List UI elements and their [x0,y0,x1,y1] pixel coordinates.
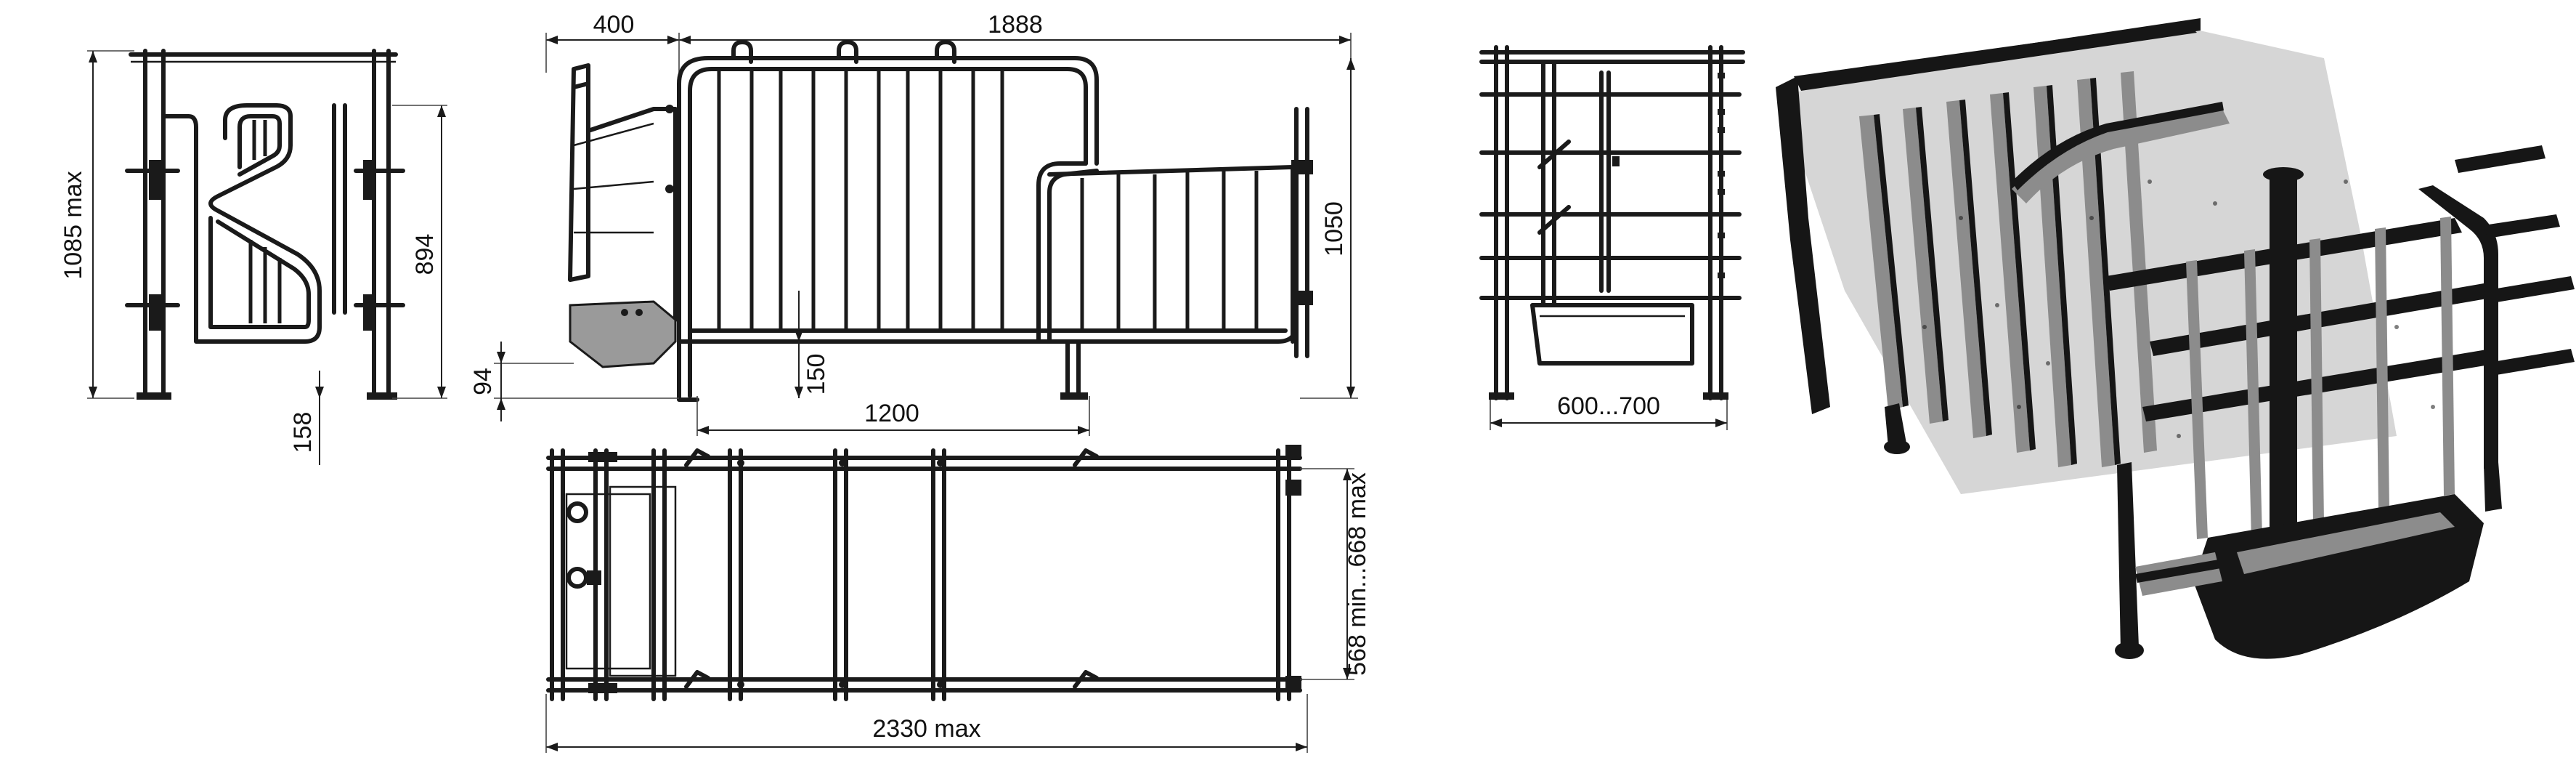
dim-side-bar-gap: 150 [803,354,830,395]
dim-top-width-range: 568 min...668 max [1344,472,1371,676]
dim-side-gate-length: 1200 [864,400,919,427]
end-view: 600...700 [1479,45,1745,430]
dim-end-width-range: 600...700 [1557,392,1660,420]
top-view: 568 min...668 max 2330 max [545,445,1371,753]
side-view: 400 1888 [469,11,1358,436]
dim-side-length: 1888 [988,11,1043,39]
dim-side-height: 1050 [1320,201,1348,257]
dim-side-floor-gap: 94 [469,368,497,395]
front-view: 1085 max 894 158 [60,49,447,465]
dim-front-inner-height: 894 [411,234,439,275]
dim-top-length-max: 2330 max [872,715,980,743]
photo-view [1776,18,2575,659]
dim-front-floor-gap: 158 [289,412,317,453]
dim-side-trough-width: 400 [593,11,635,39]
dim-front-height-max: 1085 max [60,171,87,279]
